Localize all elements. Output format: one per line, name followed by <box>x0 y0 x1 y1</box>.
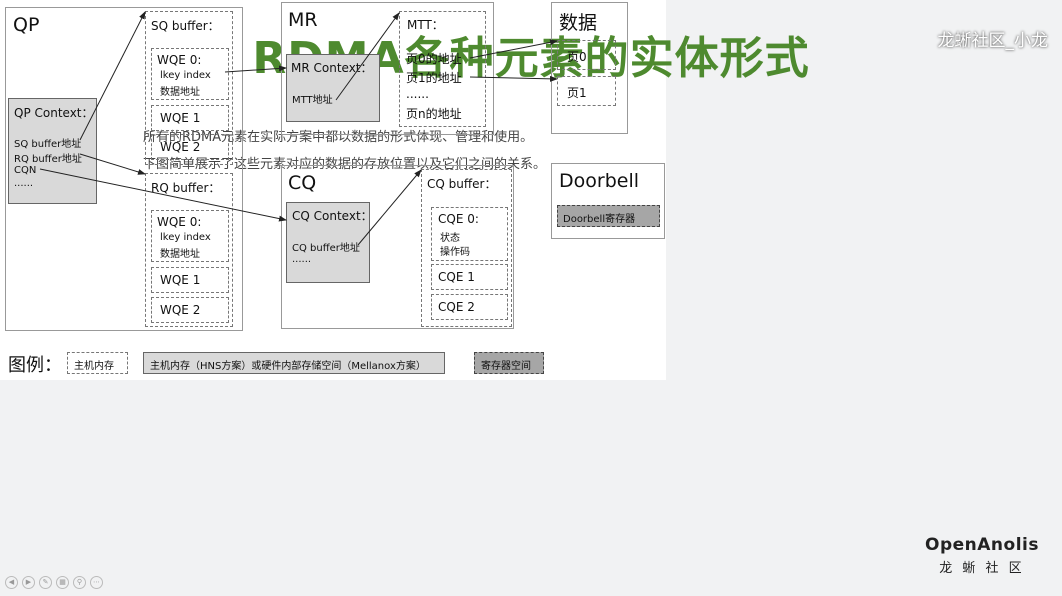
qp-field-rq: RQ buffer地址 <box>14 154 82 165</box>
mtt-entry-1: 页1的地址 <box>406 71 462 85</box>
logo-name: OpenAnolis <box>925 535 1039 555</box>
legend-host-memory-label: 主机内存 <box>74 361 114 372</box>
prev-slide-icon[interactable]: ◀ <box>5 576 18 589</box>
legend-hardware-storage-label: 主机内存（HNS方案）或硬件内部存储空间（Mellanox方案） <box>150 361 426 372</box>
qp-block: QP <box>5 7 243 331</box>
sq-wqe2-label: WQE 2 <box>160 140 201 154</box>
sq-wqe-2: WQE 2 <box>151 134 229 160</box>
cq-block: CQ <box>281 165 514 329</box>
data-page-1-label: 页1 <box>567 86 587 100</box>
qp-field-more: ...... <box>14 178 34 189</box>
diagram: QP QP Context： SQ buffer地址 RQ buffer地址 C… <box>0 0 666 380</box>
qp-context: QP Context： SQ buffer地址 RQ buffer地址 CQN … <box>8 98 97 204</box>
rq-buffer-title: RQ buffer： <box>151 181 221 195</box>
cq-cqe-2: CQE 2 <box>431 294 508 320</box>
sq-buffer: SQ buffer： <box>145 11 233 165</box>
rq-wqe0-title: WQE 0: <box>157 215 202 229</box>
openanolis-logo: OpenAnolis 龙 蜥 社 区 <box>925 535 1039 576</box>
sq-wqe-1: WQE 1 <box>151 105 229 131</box>
doorbell-title: Doorbell <box>559 170 639 192</box>
logo-sub: 龙 蜥 社 区 <box>939 561 1025 576</box>
doorbell-register-label: Doorbell寄存器 <box>563 214 636 225</box>
relation-arrows <box>39 11 558 246</box>
cq-title: CQ <box>288 172 317 194</box>
next-slide-icon[interactable]: ▶ <box>22 576 35 589</box>
arrow-sq-addr-to-sq-buffer <box>79 11 146 141</box>
arrow-page1-addr-to-page1 <box>469 75 558 82</box>
doorbell-register: Doorbell寄存器 <box>557 205 660 227</box>
sq-wqe0-lkey: lkey index <box>160 70 211 81</box>
data-block: 数据 <box>551 2 628 134</box>
cq-context-title: CQ Context： <box>292 209 373 223</box>
qp-field-sq: SQ buffer地址 <box>14 139 82 150</box>
sq-wqe0-addr: 数据地址 <box>160 87 200 98</box>
mr-context-title: MR Context： <box>291 61 373 75</box>
cq-cqe-1: CQE 1 <box>431 264 508 290</box>
cq-field-more: ...... <box>292 254 312 265</box>
legend-host-memory: 主机内存 <box>67 352 128 374</box>
arrow-page0-addr-to-page0 <box>469 39 558 59</box>
mtt-title: MTT： <box>407 18 444 32</box>
pen-icon[interactable]: ✎ <box>39 576 52 589</box>
cq-cqe0-title: CQE 0: <box>438 212 479 226</box>
sq-buffer-title: SQ buffer： <box>151 19 220 33</box>
qp-title: QP <box>13 14 40 36</box>
slides-icon[interactable]: ▦ <box>56 576 69 589</box>
intro-line-2: 下图简单展示了这些元素对应的数据的存放位置以及它们之间的关系。 <box>143 157 547 172</box>
data-page-0: 页0 <box>557 40 616 70</box>
sq-wqe1-label: WQE 1 <box>160 111 201 125</box>
mtt-entry-more: ...... <box>406 87 429 101</box>
mr-field-mtt: MTT地址 <box>292 95 333 106</box>
doorbell-block: Doorbell <box>551 163 665 239</box>
cq-cqe0-opcode: 操作码 <box>440 247 470 258</box>
data-page-1: 页1 <box>557 76 616 106</box>
mr-context: MR Context： MTT地址 <box>286 54 380 122</box>
qp-field-cqn: CQN <box>14 165 37 176</box>
legend-hardware-storage: 主机内存（HNS方案）或硬件内部存储空间（Mellanox方案） <box>143 352 445 374</box>
cq-cqe-0: CQE 0: 状态 操作码 <box>431 207 508 261</box>
cq-cqe0-status: 状态 <box>440 233 460 244</box>
sq-wqe0-title: WQE 0: <box>157 53 202 67</box>
cq-cqe1-label: CQE 1 <box>438 270 475 284</box>
cq-cqe2-label: CQE 2 <box>438 300 475 314</box>
arrow-cq-buffer-addr-to-cq-buffer <box>357 169 422 246</box>
cq-buffer: CQ buffer： <box>421 169 512 327</box>
legend-register-space-label: 寄存器空间 <box>481 361 531 372</box>
legend-label: 图例： <box>8 355 62 376</box>
arrow-rq-addr-to-rq-buffer <box>79 153 146 175</box>
data-page-0-label: 页0 <box>567 50 587 64</box>
rq-wqe-1: WQE 1 <box>151 267 229 293</box>
mtt-entry-0: 页0的地址 <box>406 52 462 66</box>
zoom-icon[interactable]: ⚲ <box>73 576 86 589</box>
rq-wqe-2: WQE 2 <box>151 297 229 323</box>
more-options-icon[interactable]: ⋯ <box>90 576 103 589</box>
rq-wqe0-lkey: lkey index <box>160 232 211 243</box>
cq-field-buffer: CQ buffer地址 <box>292 243 360 254</box>
mtt-entry-n: 页n的地址 <box>406 107 462 121</box>
rq-wqe-0: WQE 0: lkey index 数据地址 <box>151 210 229 262</box>
cq-context: CQ Context： CQ buffer地址 ...... <box>286 202 373 283</box>
mtt-block: MTT： 页0的地址 页1的地址 ...... 页n的地址 <box>399 11 486 127</box>
arrow-mtt-addr-to-mtt <box>335 12 400 101</box>
legend-register-space: 寄存器空间 <box>474 352 544 374</box>
intro-line-1: 所有的RDMA元素在实际方案中都以数据的形式体现、管理和使用。 <box>143 130 534 145</box>
rq-wqe1-label: WQE 1 <box>160 273 201 287</box>
mr-title: MR <box>288 9 318 31</box>
cq-buffer-title: CQ buffer： <box>427 177 497 191</box>
sq-wqe-0: WQE 0: lkey index 数据地址 <box>151 48 229 100</box>
arrow-sq-data-to-mr-context <box>224 65 287 73</box>
watermark: 龙蜥社区_小龙 <box>937 31 1049 51</box>
rq-wqe2-label: WQE 2 <box>160 303 201 317</box>
rq-wqe0-addr: 数据地址 <box>160 249 200 260</box>
data-title: 数据 <box>559 12 598 34</box>
arrow-cqn-to-cq-context <box>39 168 287 222</box>
rq-buffer: RQ buffer： <box>145 173 233 327</box>
qp-context-title: QP Context： <box>14 106 94 120</box>
